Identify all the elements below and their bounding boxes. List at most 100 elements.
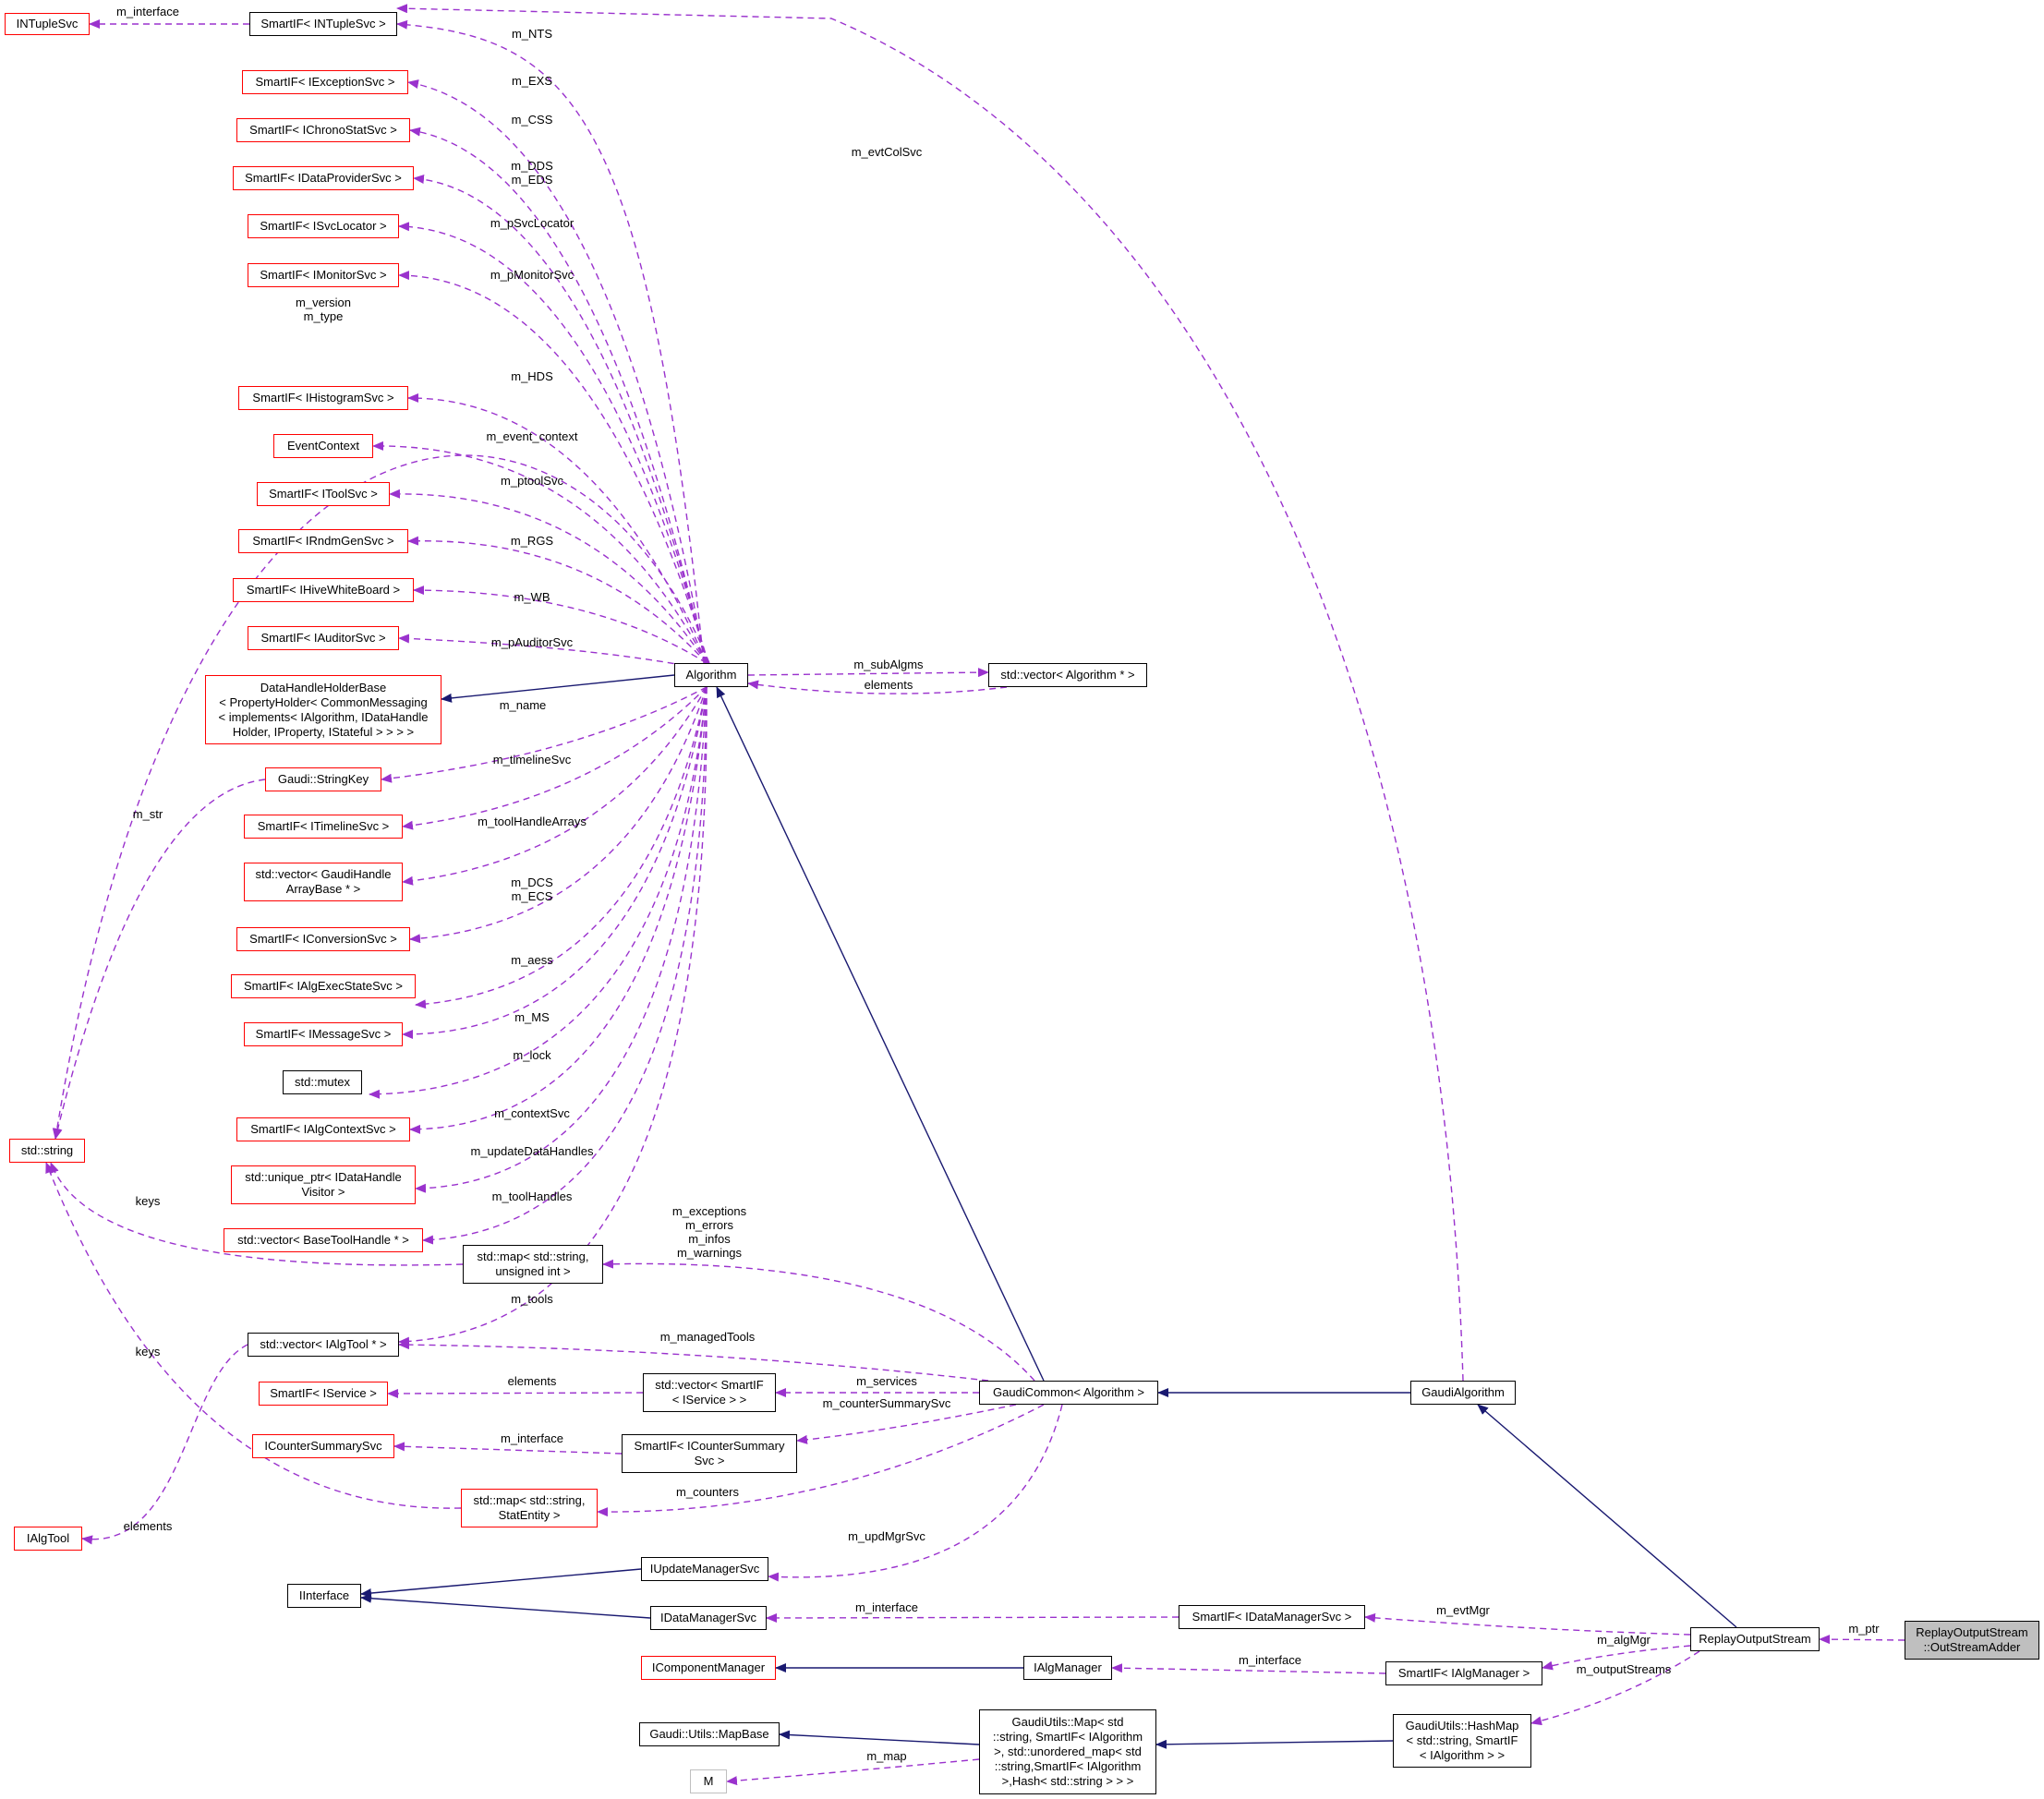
node-smartif-iservice[interactable]: SmartIF< IService > bbox=[259, 1382, 388, 1406]
node-gaudi-utils-mapbase[interactable]: Gaudi::Utils::MapBase bbox=[639, 1722, 780, 1746]
composition-edge-algorithm-to-smartif-imessagesvc bbox=[402, 686, 708, 1039]
edge-label-m-subalgms: m_subAlgms bbox=[853, 658, 924, 671]
node-idatamanagersvc[interactable]: IDataManagerSvc bbox=[650, 1606, 767, 1630]
composition-edge-gaudicommon-algorithm-to-map-string-statentity bbox=[597, 1404, 1045, 1517]
node-smartif-imonitorsvc[interactable]: SmartIF< IMonitorSvc > bbox=[248, 263, 399, 287]
inheritance-edge-algorithm-to-datahandleholderbase bbox=[441, 674, 675, 703]
inheritance-edge-replayoutputstream-to-gaudialgorithm bbox=[1477, 1404, 1737, 1628]
node-gaudicommon-algorithm[interactable]: GaudiCommon< Algorithm > bbox=[979, 1381, 1158, 1405]
node-vector-smartif-iservice[interactable]: std::vector< SmartIF < IService > > bbox=[643, 1373, 776, 1412]
composition-edge-gaudicommon-algorithm-to-iupdatemanagersvc bbox=[768, 1404, 1063, 1582]
composition-edge-replayoutputstream-to-smartif-idatamanagersvc bbox=[1364, 1612, 1691, 1636]
node-smartif-imessagesvc[interactable]: SmartIF< IMessageSvc > bbox=[244, 1022, 403, 1046]
node-std-string[interactable]: std::string bbox=[9, 1139, 85, 1163]
composition-edge-algorithm-to-vector-basetoolhandle bbox=[422, 686, 708, 1245]
node-replayoutputstream[interactable]: ReplayOutputStream bbox=[1690, 1627, 1820, 1651]
node-vector-gaudihandlearraybase[interactable]: std::vector< GaudiHandle ArrayBase * > bbox=[244, 863, 403, 901]
node-ialgmanager[interactable]: IAlgManager bbox=[1023, 1656, 1112, 1680]
inheritance-edge-idatamanagersvc-to-iinterface bbox=[360, 1593, 651, 1619]
edge-label-m-interface: m_interface bbox=[1239, 1653, 1301, 1667]
node-smartif-intuplesvc[interactable]: SmartIF< INTupleSvc > bbox=[249, 12, 397, 36]
composition-edge-algorithm-to-smartif-isvclocator bbox=[398, 222, 708, 664]
edge-label-m-tools: m_tools bbox=[511, 1292, 553, 1306]
node-std-mutex[interactable]: std::mutex bbox=[283, 1070, 362, 1094]
node-map-string-statentity[interactable]: std::map< std::string, StatEntity > bbox=[461, 1489, 598, 1527]
node-algorithm[interactable]: Algorithm bbox=[674, 663, 748, 687]
node-gaudiutils-hashmap[interactable]: GaudiUtils::HashMap < std::string, Smart… bbox=[1393, 1714, 1531, 1768]
composition-edge-gaudi-stringkey-to-std-string bbox=[53, 779, 266, 1140]
composition-edge-smartif-ialgmanager-to-ialgmanager bbox=[1111, 1663, 1386, 1674]
node-vector-ialgtool[interactable]: std::vector< IAlgTool * > bbox=[248, 1333, 399, 1357]
node-gaudialgorithm[interactable]: GaudiAlgorithm bbox=[1410, 1381, 1516, 1405]
node-m[interactable]: M bbox=[690, 1769, 727, 1793]
node-smartif-isvclocator[interactable]: SmartIF< ISvcLocator > bbox=[248, 214, 399, 238]
edge-label-m-map: m_map bbox=[866, 1749, 906, 1763]
composition-edge-gaudiutils-map-to-m bbox=[726, 1758, 980, 1786]
composition-edge-gaudicommon-algorithm-to-vector-ialgtool bbox=[398, 1340, 989, 1382]
composition-edge-algorithm-to-vector-algorithm bbox=[747, 668, 989, 678]
node-gaudiutils-map[interactable]: GaudiUtils::Map< std ::string, SmartIF< … bbox=[979, 1709, 1156, 1794]
edge-label-m-evtcolsvc: m_evtColSvc bbox=[852, 145, 923, 159]
node-smartif-idataprovidersvc[interactable]: SmartIF< IDataProviderSvc > bbox=[233, 166, 414, 190]
node-eventcontext[interactable]: EventContext bbox=[273, 434, 373, 458]
node-smartif-icountersummarysvc[interactable]: SmartIF< ICounterSummary Svc > bbox=[622, 1434, 797, 1473]
node-icountersummarysvc[interactable]: ICounterSummarySvc bbox=[252, 1434, 394, 1458]
edge-label-m-lock: m_lock bbox=[513, 1048, 551, 1062]
node-smartif-iauditorsvc[interactable]: SmartIF< IAuditorSvc > bbox=[248, 626, 399, 650]
node-icomponentmanager[interactable]: IComponentManager bbox=[641, 1656, 776, 1680]
node-unique-ptr-idatahandlevisitor[interactable]: std::unique_ptr< IDataHandle Visitor > bbox=[231, 1165, 416, 1204]
edge-label-m-counters: m_counters bbox=[676, 1485, 739, 1499]
composition-edge-algorithm-to-std-string bbox=[52, 454, 710, 1140]
node-smartif-ialgcontextsvc[interactable]: SmartIF< IAlgContextSvc > bbox=[236, 1117, 410, 1141]
node-vector-basetoolhandle[interactable]: std::vector< BaseToolHandle * > bbox=[224, 1228, 423, 1252]
node-datahandleholderbase[interactable]: DataHandleHolderBase < PropertyHolder< C… bbox=[205, 675, 441, 744]
composition-edge-replayoutputstream-to-smartif-ialgmanager bbox=[1542, 1645, 1691, 1671]
composition-edge-smartif-idatamanagersvc-to-idatamanagersvc bbox=[766, 1612, 1179, 1623]
node-smartif-iconversionsvc[interactable]: SmartIF< IConversionSvc > bbox=[236, 927, 410, 951]
composition-edge-outstreamadder-to-replayoutputstream bbox=[1819, 1635, 1905, 1645]
composition-edge-algorithm-to-gaudi-stringkey bbox=[381, 686, 708, 783]
edge-label-m-evtmgr: m_evtMgr bbox=[1436, 1603, 1490, 1617]
composition-edge-algorithm-to-smartif-ihivewhiteboard bbox=[413, 586, 708, 664]
edge-label-m-algmgr: m_algMgr bbox=[1597, 1633, 1651, 1647]
edge-label-m-services: m_services bbox=[856, 1374, 917, 1388]
edge-label-keys: keys bbox=[136, 1345, 161, 1358]
node-smartif-itoolsvc[interactable]: SmartIF< IToolSvc > bbox=[257, 482, 390, 506]
composition-edge-algorithm-to-smartif-iauditorsvc bbox=[398, 634, 708, 670]
edge-label-m-toolhandles: m_toolHandles bbox=[492, 1189, 573, 1203]
node-smartif-ichronostatsvc[interactable]: SmartIF< IChronoStatSvc > bbox=[236, 118, 410, 142]
composition-edge-algorithm-to-smartif-irndmgensvc bbox=[407, 536, 708, 664]
node-smartif-irndmgensvc[interactable]: SmartIF< IRndmGenSvc > bbox=[238, 529, 408, 553]
node-iinterface[interactable]: IInterface bbox=[287, 1584, 361, 1608]
node-smartif-idatamanagersvc[interactable]: SmartIF< IDataManagerSvc > bbox=[1179, 1605, 1365, 1629]
node-smartif-itimelinesvc[interactable]: SmartIF< ITimelineSvc > bbox=[244, 815, 403, 839]
node-smartif-ihivewhiteboard[interactable]: SmartIF< IHiveWhiteBoard > bbox=[233, 578, 414, 602]
composition-edge-map-string-uint-to-std-string bbox=[50, 1162, 464, 1266]
node-vector-algorithm[interactable]: std::vector< Algorithm * > bbox=[988, 663, 1147, 687]
edge-label-m-countersummarysvc: m_counterSummarySvc bbox=[823, 1396, 951, 1410]
node-smartif-ialgmanager[interactable]: SmartIF< IAlgManager > bbox=[1385, 1661, 1542, 1685]
composition-edge-algorithm-to-smartif-itimelinesvc bbox=[402, 686, 708, 830]
node-smartif-ihistogramsvc[interactable]: SmartIF< IHistogramSvc > bbox=[238, 386, 408, 410]
composition-edge-algorithm-to-vector-gaudihandlearraybase bbox=[402, 686, 708, 886]
node-smartif-iexceptionsvc[interactable]: SmartIF< IExceptionSvc > bbox=[242, 70, 408, 94]
node-smartif-ialgexecstatesvc[interactable]: SmartIF< IAlgExecStateSvc > bbox=[231, 974, 416, 998]
edge-label-m-str: m_str bbox=[133, 807, 163, 821]
node-ialgtool[interactable]: IAlgTool bbox=[14, 1527, 82, 1551]
edge-label-m-pauditorsvc: m_pAuditorSvc bbox=[491, 635, 574, 649]
edge-label-m-ptoolsvc: m_ptoolSvc bbox=[501, 474, 563, 488]
edge-label-m-toolhandlearrays: m_toolHandleArrays bbox=[478, 815, 587, 828]
edge-label-elements: elements bbox=[124, 1519, 173, 1533]
composition-edge-algorithm-to-smartif-ialgexecstatesvc bbox=[415, 686, 708, 1009]
node-gaudi-stringkey[interactable]: Gaudi::StringKey bbox=[265, 767, 381, 791]
composition-edge-vector-smartif-iservice-to-smartif-iservice bbox=[387, 1388, 644, 1398]
composition-edge-algorithm-to-std-mutex bbox=[369, 686, 708, 1099]
node-iupdatemanagersvc[interactable]: IUpdateManagerSvc bbox=[641, 1557, 768, 1581]
node-map-string-uint[interactable]: std::map< std::string, unsigned int > bbox=[463, 1245, 603, 1284]
edge-label-m-nts: m_NTS bbox=[512, 27, 552, 41]
edge-label-m-aess: m_aess bbox=[511, 953, 553, 967]
node-intuplesvc[interactable]: INTupleSvc bbox=[5, 13, 90, 35]
edge-label-m-interface: m_interface bbox=[116, 5, 179, 18]
